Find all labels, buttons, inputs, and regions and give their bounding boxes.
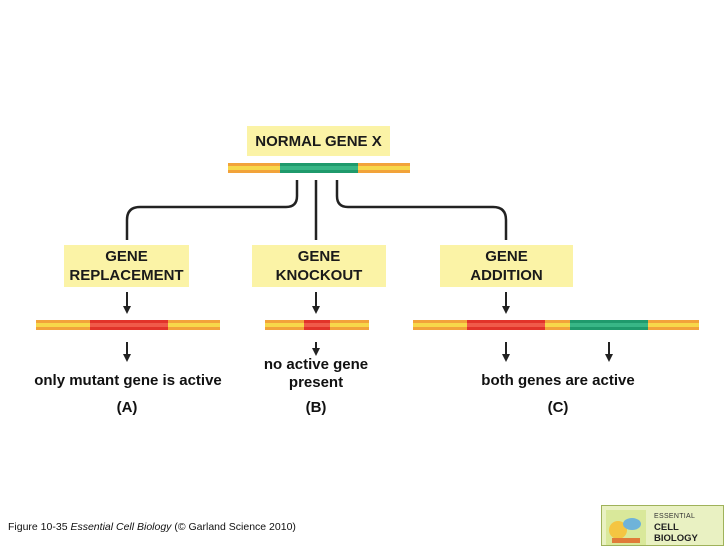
caption-figure-number: Figure 10-35 [8, 521, 68, 533]
gene-addition-label: GENE ADDITION [440, 245, 573, 287]
figure-caption: Figure 10-35 Essential Cell Biology (© G… [8, 521, 296, 533]
addition-outcome-text: both genes are active [481, 372, 635, 389]
normal-gene-dna [228, 163, 410, 173]
panel-label-b: (B) [305, 399, 327, 416]
book-cover-logo: ESSENTIAL CELL BIOLOGY [601, 505, 724, 546]
panel-label-c: (C) [547, 399, 569, 416]
connector-to-replacement [125, 180, 299, 240]
book-cover-line1: ESSENTIAL [654, 513, 696, 520]
normal-gene-label: NORMAL GENE X [247, 126, 390, 156]
gene-knockout-label: GENE KNOCKOUT [252, 245, 386, 287]
panel-label-a: (A) [116, 399, 138, 416]
gene-replacement-label: GENE REPLACEMENT [64, 245, 189, 287]
knockout-dna [265, 320, 369, 330]
replacement-outcome-text: only mutant gene is active [34, 372, 222, 389]
caption-book-title: Essential Cell Biology [70, 521, 172, 533]
connector-to-addition [335, 180, 508, 240]
label-arrows [123, 292, 510, 314]
knockout-outcome-text: no active gene present [263, 356, 369, 391]
book-cover-line2: CELL BIOLOGY [654, 522, 698, 544]
addition-dna [413, 320, 699, 330]
outcome-arrows [123, 342, 613, 362]
branch-connectors [125, 180, 508, 240]
caption-credit: (© Garland Science 2010) [174, 521, 296, 533]
book-cover-image [606, 510, 646, 545]
replacement-dna [36, 320, 220, 330]
